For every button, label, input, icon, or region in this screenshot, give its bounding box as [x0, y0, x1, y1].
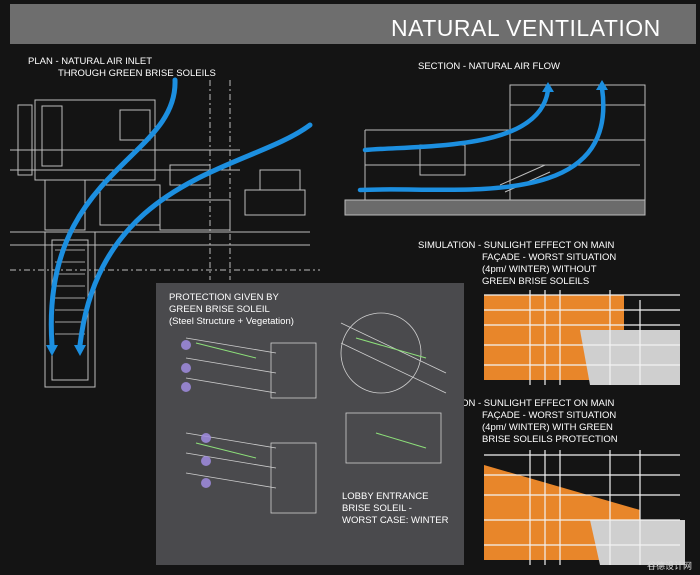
simulation-2-label: SIMULATION - SUNLIGHT EFFECT ON MAIN FAÇ…	[418, 398, 618, 445]
plan-airflow-arrows	[48, 77, 313, 348]
section-label: SECTION - NATURAL AIR FLOW	[418, 61, 560, 72]
section-airflow-arrows	[357, 85, 606, 193]
airflow-arrowhead-icon	[596, 80, 608, 90]
vegetation-icon	[181, 340, 211, 488]
airflow-arrowhead-icon	[74, 345, 86, 356]
brise-soleil-sketches	[181, 312, 447, 514]
page-title: NATURAL VENTILATION	[391, 15, 661, 41]
watermark: 谷德设计网	[646, 561, 692, 571]
protection-label: PROTECTION GIVEN BY GREEN BRISE SOLEIL (…	[169, 292, 294, 327]
airflow-arrowhead-icon	[542, 82, 554, 92]
simulation-1-label: SIMULATION - SUNLIGHT EFFECT ON MAIN FAÇ…	[418, 240, 617, 287]
airflow-arrowhead-icon	[46, 345, 58, 356]
protection-panel: PROTECTION GIVEN BY GREEN BRISE SOLEIL (…	[156, 283, 464, 565]
lobby-label: LOBBY ENTRANCE BRISE SOLEIL - WORST CASE…	[342, 491, 449, 526]
plan-label: PLAN - NATURAL AIR INLET THROUGH GREEN B…	[28, 56, 216, 79]
title-bar: NATURAL VENTILATION	[10, 4, 696, 44]
